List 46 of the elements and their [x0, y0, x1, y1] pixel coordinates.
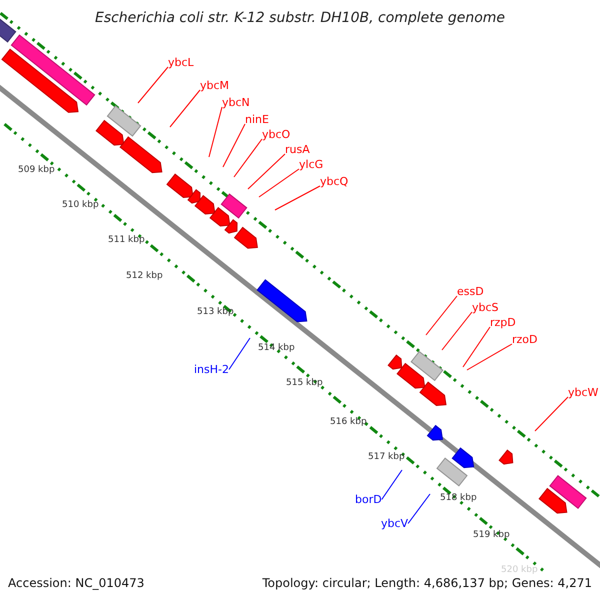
title: Escherichia coli str. K-12 substr. DH10B, complete genome — [94, 11, 506, 25]
scale-label: 512 kbp — [126, 272, 163, 281]
gene-name: borD — [355, 494, 382, 505]
scale-label: 518 kbp — [440, 494, 477, 503]
leader-line — [208, 106, 222, 158]
gene-name: ybcS — [472, 302, 499, 313]
gene-name: ybcM — [200, 80, 230, 91]
scale-label: 515 kbp — [286, 379, 323, 388]
scale-label: 511 kbp — [108, 236, 145, 245]
gene-name: ybcO — [262, 129, 290, 140]
footer-text: Accession: NC_010473 — [8, 577, 144, 589]
leader-line — [258, 168, 300, 198]
gene-name: insH-2 — [194, 364, 229, 375]
gene-name: ybcV — [381, 518, 408, 529]
leader-line — [408, 494, 430, 524]
scale-label: 519 kbp — [473, 531, 510, 540]
scale-label: 517 kbp — [368, 453, 405, 462]
footer-text: Topology: circular; Length: 4,686,137 bp; Genes: 4,271 — [262, 577, 592, 589]
gene-name: rzpD — [490, 317, 516, 328]
leader-line — [234, 138, 262, 178]
scale-label: 513 kbp — [197, 308, 234, 317]
leader-line — [381, 470, 402, 500]
leader-line — [534, 396, 568, 432]
leader-line — [170, 90, 200, 128]
leader-line — [442, 312, 472, 350]
leader-line — [274, 186, 320, 210]
gene-name: essD — [457, 286, 484, 297]
leader-line — [466, 344, 512, 370]
leader-line — [248, 154, 286, 190]
scale-label: 509 kbp — [18, 166, 55, 175]
leader-line — [138, 66, 168, 104]
gene-name: ybcW — [568, 387, 598, 398]
scale-label: 516 kbp — [330, 418, 367, 427]
gene-name: rzoD — [512, 334, 538, 345]
gene-name: ylcG — [299, 159, 324, 170]
leader-line — [222, 124, 246, 168]
gene-name: ybcL — [168, 57, 194, 68]
scale-label: 510 kbp — [62, 201, 99, 210]
gene-name: ybcQ — [320, 176, 348, 187]
leader-line — [462, 326, 490, 368]
gene-name: ybcN — [222, 97, 250, 108]
leader-line — [228, 338, 250, 370]
gene-name: rusA — [285, 144, 310, 155]
scale-label: 514 kbp — [258, 344, 295, 353]
gene-name: ninE — [245, 114, 269, 125]
leader-line — [426, 296, 458, 336]
